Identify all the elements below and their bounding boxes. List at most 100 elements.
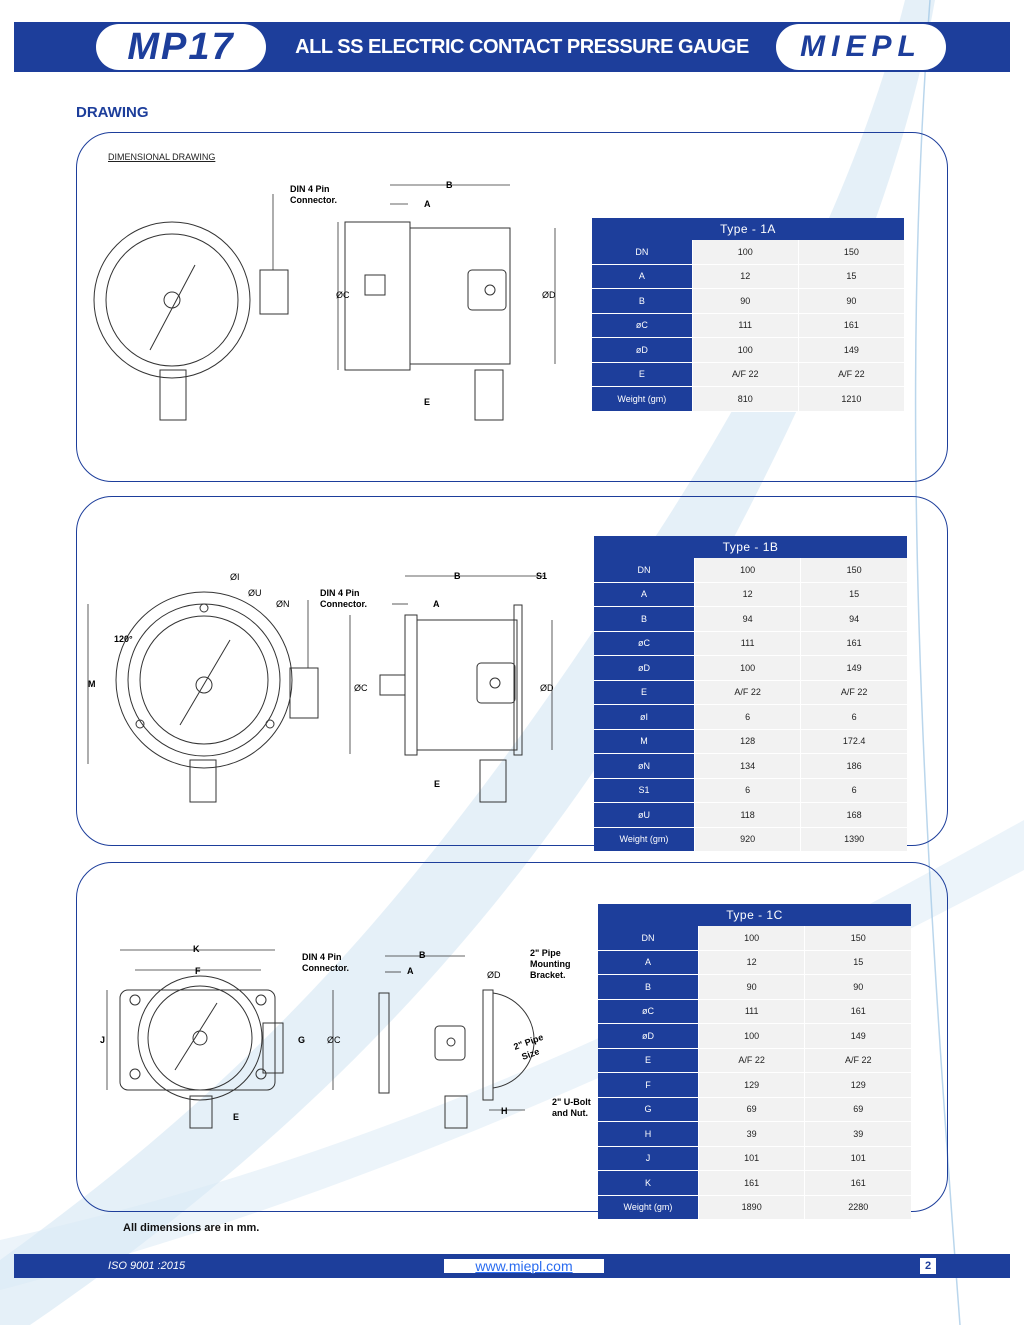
label-d: ØD [540,683,554,693]
table-cell: 15 [797,264,904,289]
table-cell: A/F 22 [804,1048,911,1073]
table-cell: DN [598,926,699,951]
table-cell: M [594,729,695,754]
table-cell: DN [592,240,693,265]
table-cell: øN [594,753,695,779]
table-cell: 94 [800,606,907,632]
table-cell: E [592,362,693,387]
table-cell: 101 [804,1146,911,1171]
drawing-panel-1a [76,132,948,482]
table-cell: Weight (gm) [594,827,695,852]
website-link[interactable]: www.miepl.com [444,1259,604,1273]
label-d: ØD [487,970,501,980]
table-cell: DN [594,558,695,583]
label-k: K [193,944,200,954]
table-cell: 100 [693,558,801,583]
label-b: B [446,180,453,190]
table-cell: E [594,680,695,705]
label-c: ØC [327,1035,341,1045]
table-cell: G [598,1097,699,1122]
label-b: B [454,571,461,581]
table-cell: B [598,974,699,1000]
table-cell: øC [594,631,695,656]
table-cell: 90 [697,974,805,1000]
table-cell: 134 [693,753,801,779]
table-cell: 161 [800,631,907,656]
label-connector: Connector. [302,963,349,973]
label-m: M [88,679,96,689]
table-cell: 172.4 [800,729,907,754]
table-cell: A [592,264,693,289]
table-cell: A [598,950,699,975]
drawing-panel-1b [76,496,948,846]
label-a: A [424,199,431,209]
table-cell: 69 [804,1097,911,1122]
label-u-bolt-1: 2" U-Bolt [552,1097,591,1107]
table-title: Type - 1C [598,904,911,926]
table-cell: 150 [800,558,907,583]
label-connector: Connector. [320,599,367,609]
header-bar: MP17 ALL SS ELECTRIC CONTACT PRESSURE GA… [14,22,1010,72]
table-cell: 111 [693,631,801,656]
table-cell: øD [598,1023,699,1049]
dimensional-drawing-label: DIMENSIONAL DRAWING [108,152,216,162]
table-cell: øI [594,704,695,730]
label-angle: 120° [114,634,133,644]
drawing-panel-1c [76,862,948,1212]
table-cell: 1890 [697,1195,805,1220]
table-cell: Weight (gm) [598,1195,699,1220]
table-cell: øU [594,802,695,828]
table-cell: 15 [800,582,907,607]
table-cell: 90 [797,288,904,314]
table-title: Type - 1B [594,536,907,558]
label-b: B [419,950,426,960]
label-e: E [434,779,440,789]
table-cell: 810 [691,386,799,412]
label-h: H [501,1106,508,1116]
model-badge: MP17 [96,24,266,70]
table-cell: 149 [800,655,907,681]
table-cell: 6 [693,778,801,803]
table-cell: 100 [697,1023,805,1049]
table-cell: 161 [697,1170,805,1196]
page-title: ALL SS ELECTRIC CONTACT PRESSURE GAUGE [295,36,749,58]
table-cell: 161 [797,313,904,338]
table-cell: 129 [804,1072,911,1098]
label-c: ØC [336,290,350,300]
table-cell: 6 [800,778,907,803]
label-pipe-3: Bracket. [530,970,566,980]
label-din: DIN 4 Pin [302,952,342,962]
table-cell: 920 [693,827,801,852]
label-n: ØN [276,599,290,609]
table-cell: 111 [691,313,799,338]
table-cell: 94 [693,606,801,632]
label-i: ØI [230,572,240,582]
table-cell: A/F 22 [800,680,907,705]
label-d: ØD [542,290,556,300]
table-cell: 90 [691,288,799,314]
label-c: ØC [354,683,368,693]
section-title: DRAWING [76,104,149,121]
